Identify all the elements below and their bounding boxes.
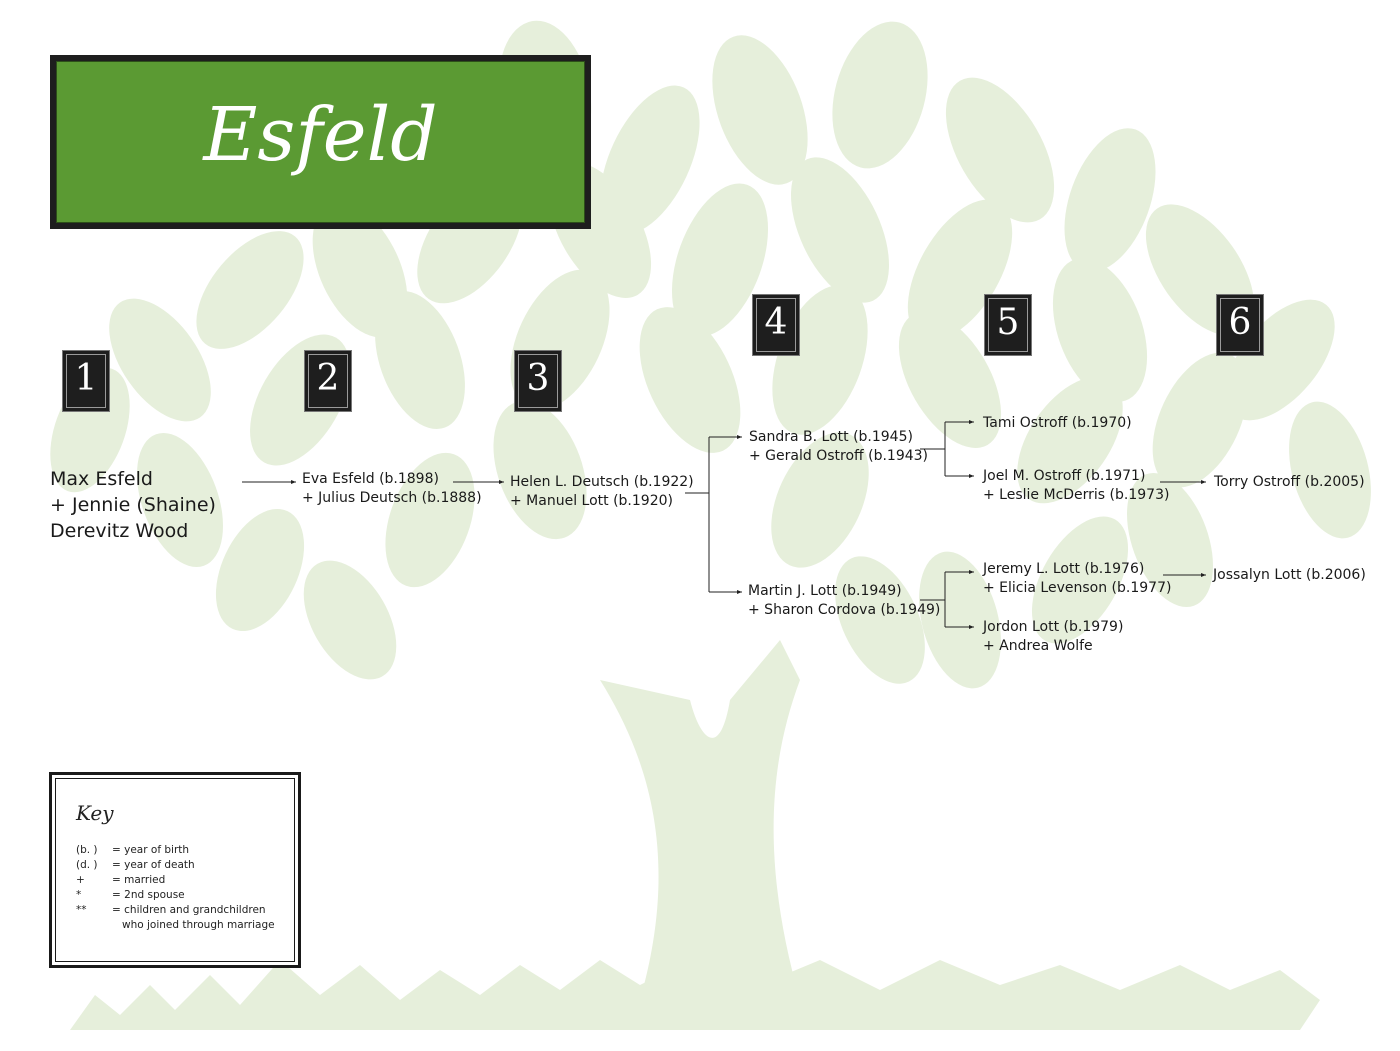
person-martin: Martin J. Lott (b.1949) + Sharon Cordova… (748, 583, 941, 618)
generation-marker-5: 5 (984, 294, 1032, 356)
person-joel: Joel M. Ostroff (b.1971) + Leslie McDerr… (983, 468, 1170, 503)
person-sandra: Sandra B. Lott (b.1945) + Gerald Ostroff… (749, 429, 929, 464)
key-title: Key (76, 801, 114, 825)
link-gen3-children (685, 437, 710, 592)
person-jossalyn: Jossalyn Lott (b.2006) (1213, 567, 1366, 583)
person-gen2: Eva Esfeld (b.1898) + Julius Deutsch (b.… (302, 471, 482, 506)
key-legend: Key (b. )= year of birth (d. )= year of … (49, 772, 301, 968)
key-row: (b. )= year of birth (76, 844, 190, 856)
generation-marker-2: 2 (304, 350, 352, 412)
link-martin-children (920, 572, 946, 627)
person-gen3: Helen L. Deutsch (b.1922) + Manuel Lott … (510, 474, 694, 509)
person-tami: Tami Ostroff (b.1970) (983, 415, 1132, 431)
link-sandra-children (920, 422, 946, 476)
generation-marker-4: 4 (752, 294, 800, 356)
generation-marker-3: 3 (514, 350, 562, 412)
person-torry: Torry Ostroff (b.2005) (1214, 474, 1365, 490)
key-row: (d. )= year of death (76, 859, 195, 871)
person-jeremy: Jeremy L. Lott (b.1976) + Elicia Levenso… (983, 561, 1172, 596)
title-banner: Esfeld (50, 55, 591, 229)
key-row: *= 2nd spouse (76, 889, 185, 901)
key-row: **= children and grandchildren (76, 904, 266, 916)
person-gen1: Max Esfeld + Jennie (Shaine) Derevitz Wo… (50, 468, 216, 542)
generation-marker-6: 6 (1216, 294, 1264, 356)
generation-marker-1: 1 (62, 350, 110, 412)
key-row: who joined through marriage (122, 919, 275, 931)
key-row: += married (76, 874, 166, 886)
family-name-title: Esfeld (203, 92, 438, 178)
person-jordon: Jordon Lott (b.1979) + Andrea Wolfe (983, 619, 1124, 654)
